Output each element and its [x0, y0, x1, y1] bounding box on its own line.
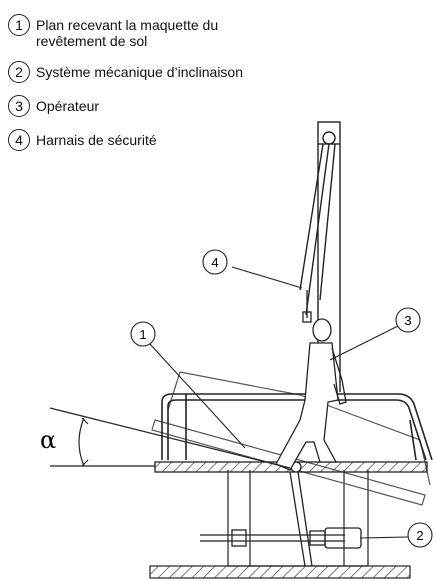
base-floor: [149, 565, 411, 579]
legend-label-line: Opérateur: [36, 98, 100, 114]
svg-text:3: 3: [404, 313, 411, 328]
legend: 1 Plan recevant la maquette du revêtemen…: [8, 14, 338, 163]
mast: [299, 121, 341, 392]
legend-label-line: Système mécanique d’inclinaison: [36, 64, 243, 80]
legend-label-line: Harnais de sécurité: [36, 132, 157, 148]
legend-number: 3: [8, 95, 30, 117]
legend-label: Harnais de sécurité: [36, 129, 157, 148]
svg-text:4: 4: [211, 255, 218, 270]
legend-label: Opérateur: [36, 95, 99, 114]
callout-3: 3: [395, 307, 421, 333]
legend-number: 4: [8, 129, 30, 151]
legend-label-line: revêtement de sol: [36, 33, 148, 49]
legend-item-1: 1 Plan recevant la maquette du revêtemen…: [8, 14, 338, 49]
legend-item-3: 3 Opérateur: [8, 95, 338, 117]
safety-harness: [302, 290, 312, 323]
legend-label: Plan recevant la maquette du revêtement …: [36, 14, 218, 49]
legend-label: Système mécanique d’inclinaison: [36, 61, 243, 80]
svg-text:1: 1: [139, 327, 146, 342]
tilt-mechanism: [200, 471, 362, 567]
legend-item-2: 2 Système mécanique d’inclinaison: [8, 61, 338, 83]
svg-text:2: 2: [416, 528, 423, 543]
pedestal: [227, 470, 369, 567]
angle-reference: [49, 407, 291, 469]
callout-4: 4: [202, 249, 228, 275]
callout-leaders: [149, 266, 409, 539]
legend-number: 1: [8, 14, 30, 36]
angle-alpha-label: α: [40, 426, 56, 454]
callout-1: 1: [130, 321, 156, 347]
legend-number: 2: [8, 61, 30, 83]
callout-2: 2: [407, 522, 433, 548]
operator-figure: [275, 318, 347, 471]
legend-label-line: Plan recevant la maquette du: [36, 17, 219, 33]
legend-item-4: 4 Harnais de sécurité: [8, 129, 338, 151]
railing-frame: [161, 393, 433, 461]
